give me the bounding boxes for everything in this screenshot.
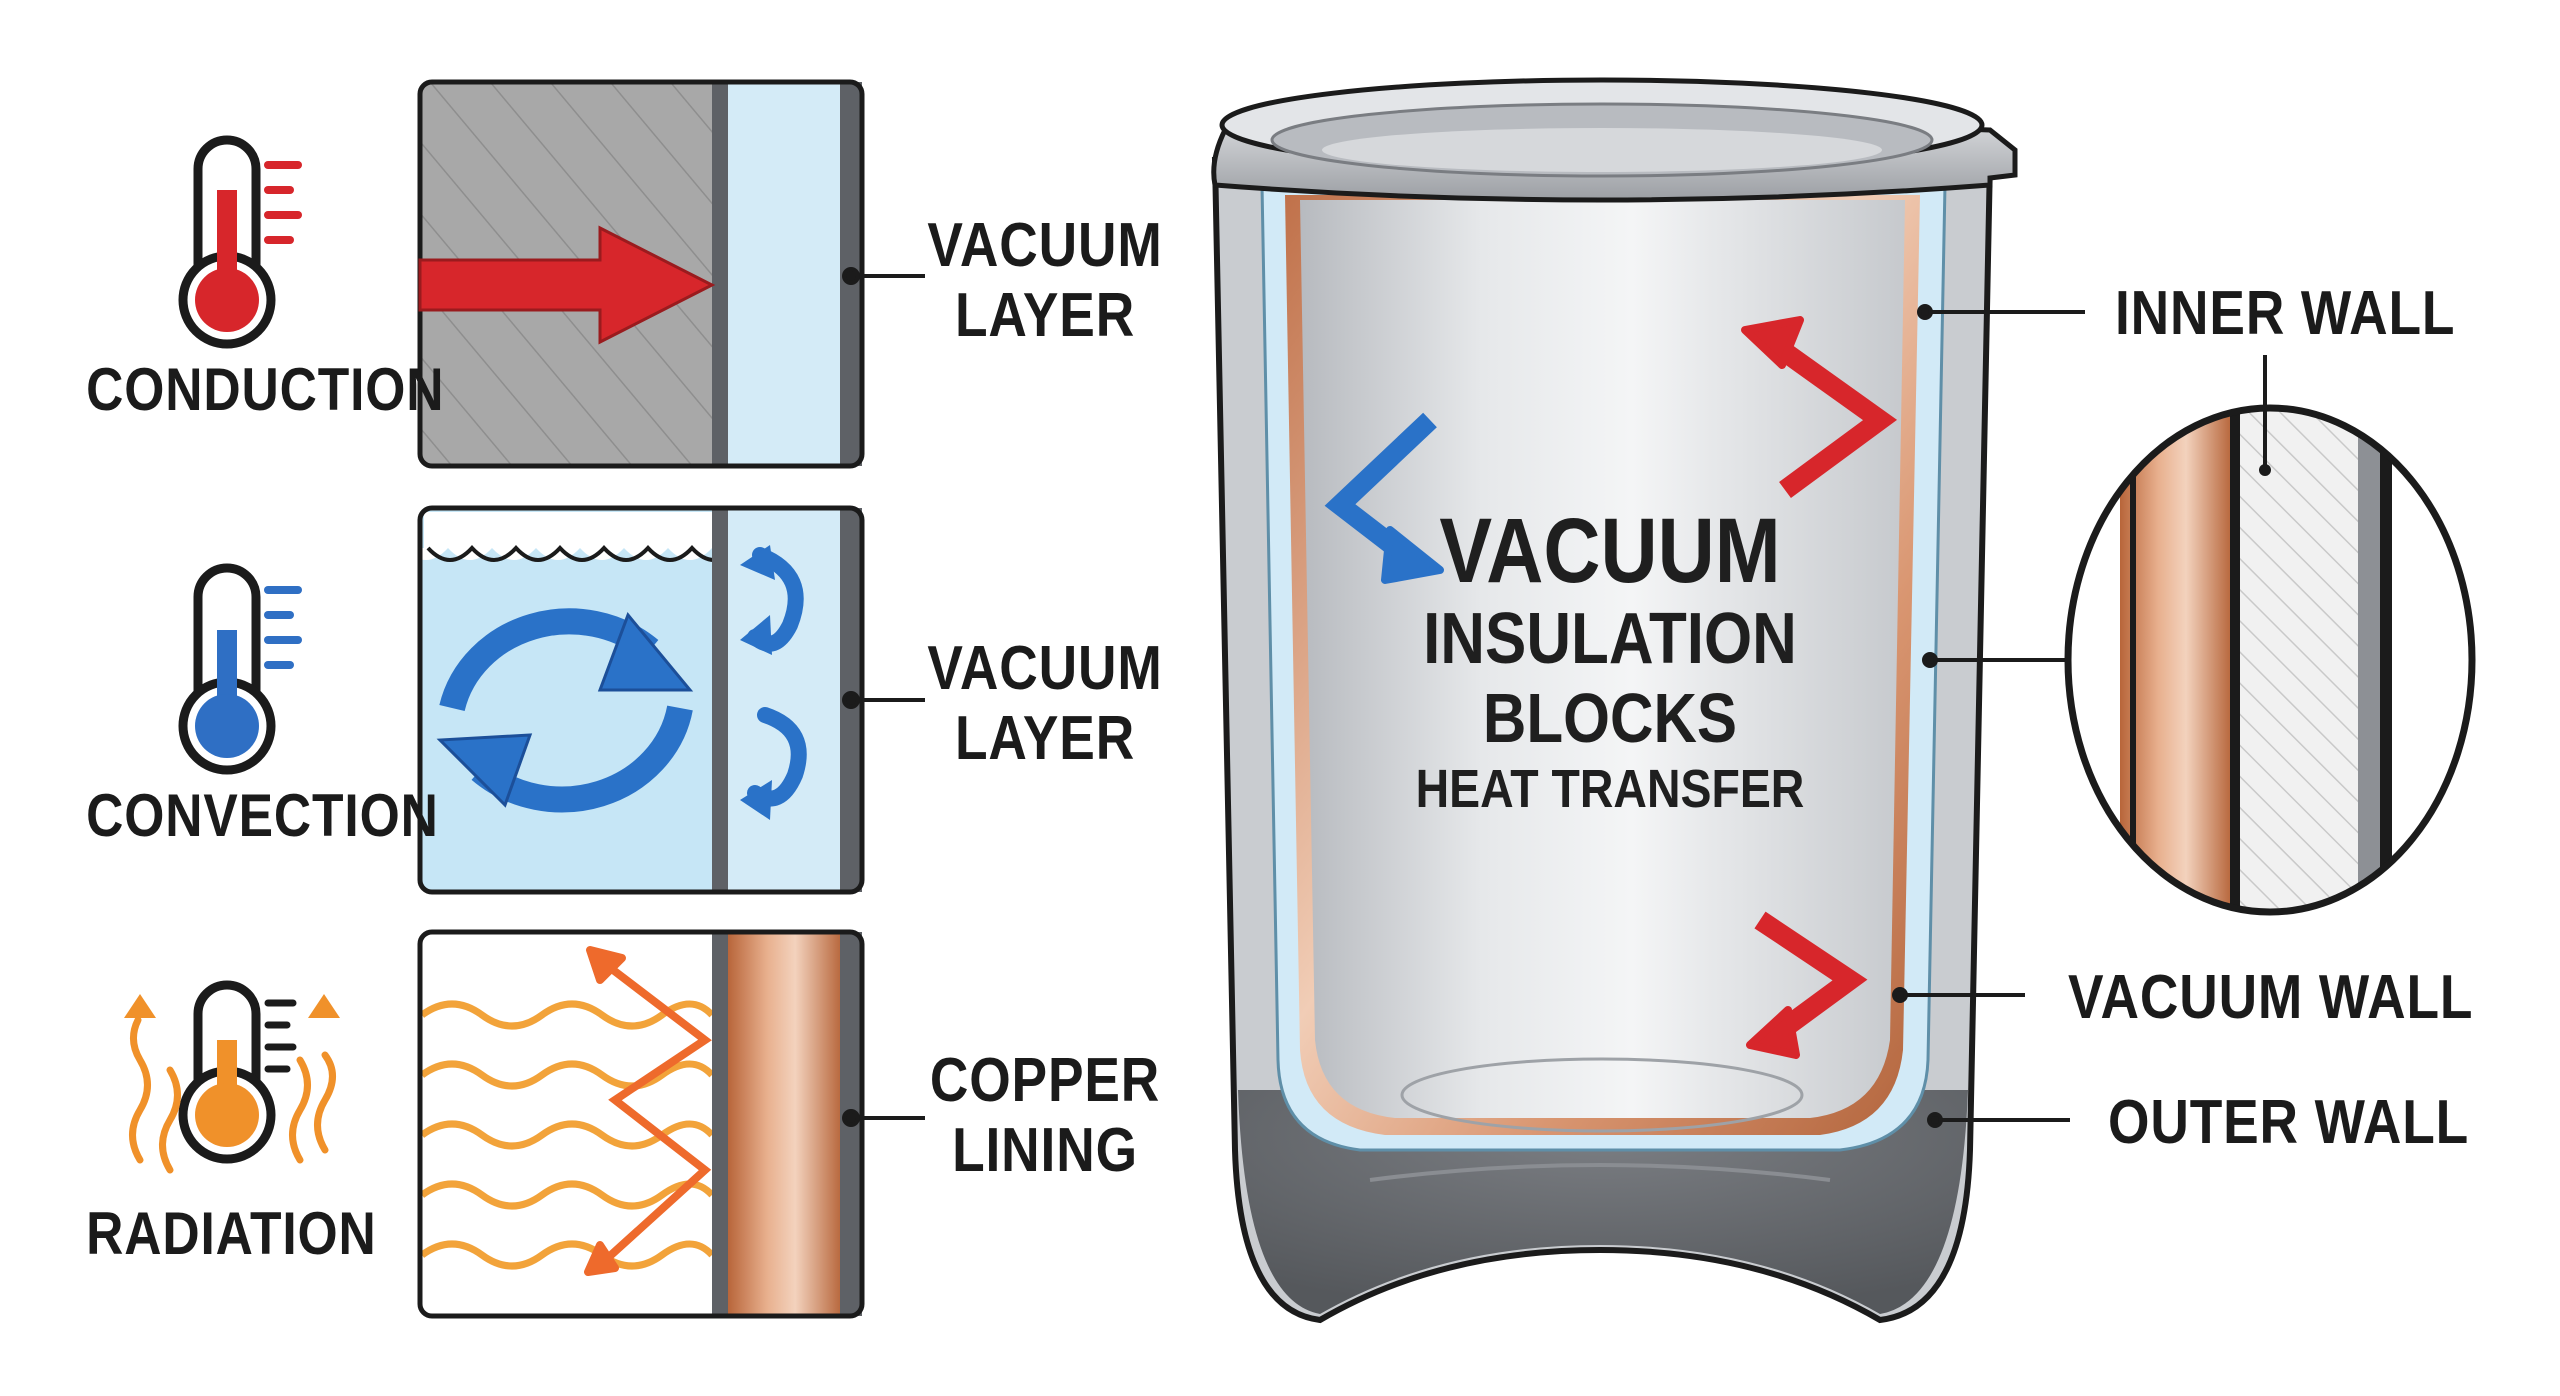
headline-line-2: INSULATION (1423, 599, 1797, 679)
thermometer-hot-icon (178, 135, 302, 349)
wall-cross-section-magnifier (2064, 355, 2476, 916)
convection-label: CONVECTION (86, 782, 439, 849)
radiation-panel (417, 929, 865, 1319)
conduction-panel (417, 79, 865, 469)
panel-leader-lines (842, 267, 925, 1127)
convection-panel (404, 505, 865, 895)
vacuum-wall-label: VACUUM WALL (2068, 963, 2474, 1032)
headline-line-1: VACUUM (1439, 500, 1781, 602)
vacuum-layer-label-1-line-2: LAYER (954, 281, 1136, 350)
thermometer-radiating-icon (124, 980, 340, 1174)
heat-reflect-arrow-icon (1754, 336, 1898, 1044)
vacuum-layer-label-1-line-1: VACUUM (927, 211, 1163, 280)
vacuum-layer-label-2-line-1: VACUUM (927, 634, 1163, 703)
headline-line-3: BLOCKS (1482, 679, 1738, 757)
inner-wall-label: INNER WALL (2115, 279, 2456, 348)
copper-lining-label-line-2: LINING (952, 1116, 1138, 1185)
outer-wall-label: OUTER WALL (2108, 1088, 2470, 1157)
radiation-label: RADIATION (86, 1200, 377, 1267)
thermometer-cold-icon (178, 563, 302, 775)
headline-line-4: HEAT TRANSFER (1415, 759, 1805, 819)
heat-arrow-icon (418, 225, 716, 345)
vacuum-layer-label-2-line-2: LAYER (954, 704, 1136, 773)
conduction-label: CONDUCTION (86, 356, 445, 423)
cold-retain-arrow-icon (1324, 412, 1444, 584)
tumbler-illustration (1211, 77, 2085, 1324)
copper-lining-label-line-1: COPPER (929, 1046, 1161, 1115)
